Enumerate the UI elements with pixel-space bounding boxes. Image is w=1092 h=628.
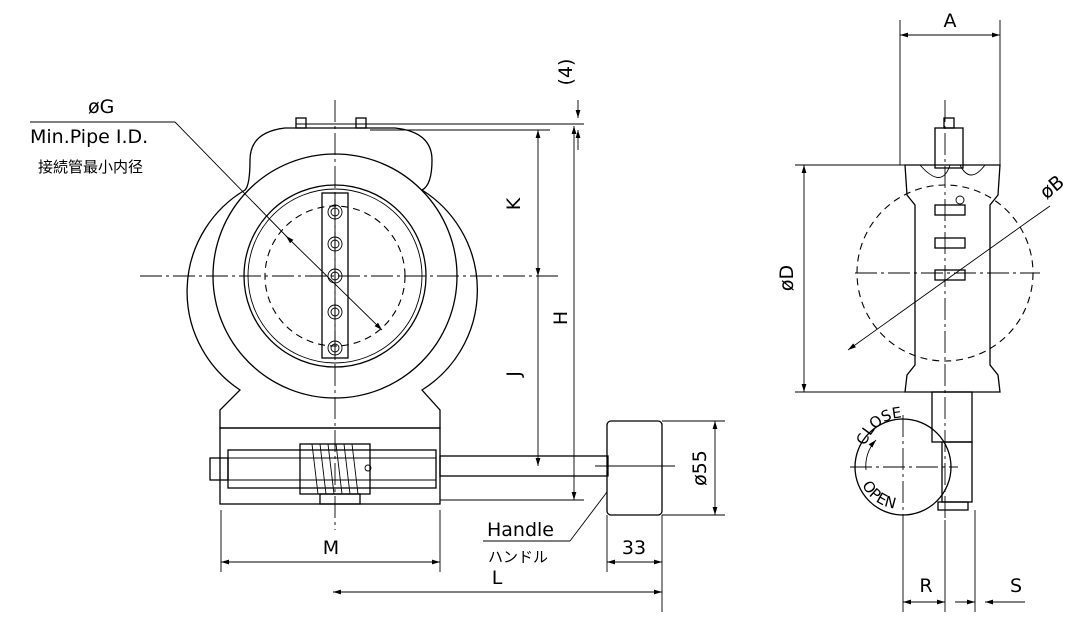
close-label: CLOSE xyxy=(853,403,903,447)
side-view: CLOSE OPEN xyxy=(847,100,1051,520)
j-label: J xyxy=(503,371,525,378)
r-label: R xyxy=(919,575,932,597)
svg-text:CLOSE: CLOSE xyxy=(853,403,903,447)
front-dimensions xyxy=(220,100,725,612)
open-label: OPEN xyxy=(858,477,898,512)
b-label: øB xyxy=(1036,171,1069,204)
d-label: øD xyxy=(776,265,798,291)
side-dimensions xyxy=(795,20,1025,612)
d55-label: ø55 xyxy=(689,450,711,486)
h33-label: 33 xyxy=(622,537,646,559)
gap-label: (4) xyxy=(555,59,577,86)
k-label: K xyxy=(503,197,525,210)
svg-text:OPEN: OPEN xyxy=(858,477,898,512)
front-view xyxy=(30,100,675,542)
a-label: A xyxy=(944,10,957,32)
s-label: S xyxy=(1010,575,1022,597)
l-label: L xyxy=(492,567,503,589)
h-label: H xyxy=(550,311,572,325)
m-label: M xyxy=(323,537,339,559)
handle-label: Handle xyxy=(487,519,554,541)
min-pipe-jp-label: 接続管最小内径 xyxy=(38,158,143,176)
g-label: øG xyxy=(88,96,114,118)
min-pipe-label: Min.Pipe I.D. xyxy=(30,126,148,148)
handle-jp-label: ハンドル xyxy=(488,548,548,566)
